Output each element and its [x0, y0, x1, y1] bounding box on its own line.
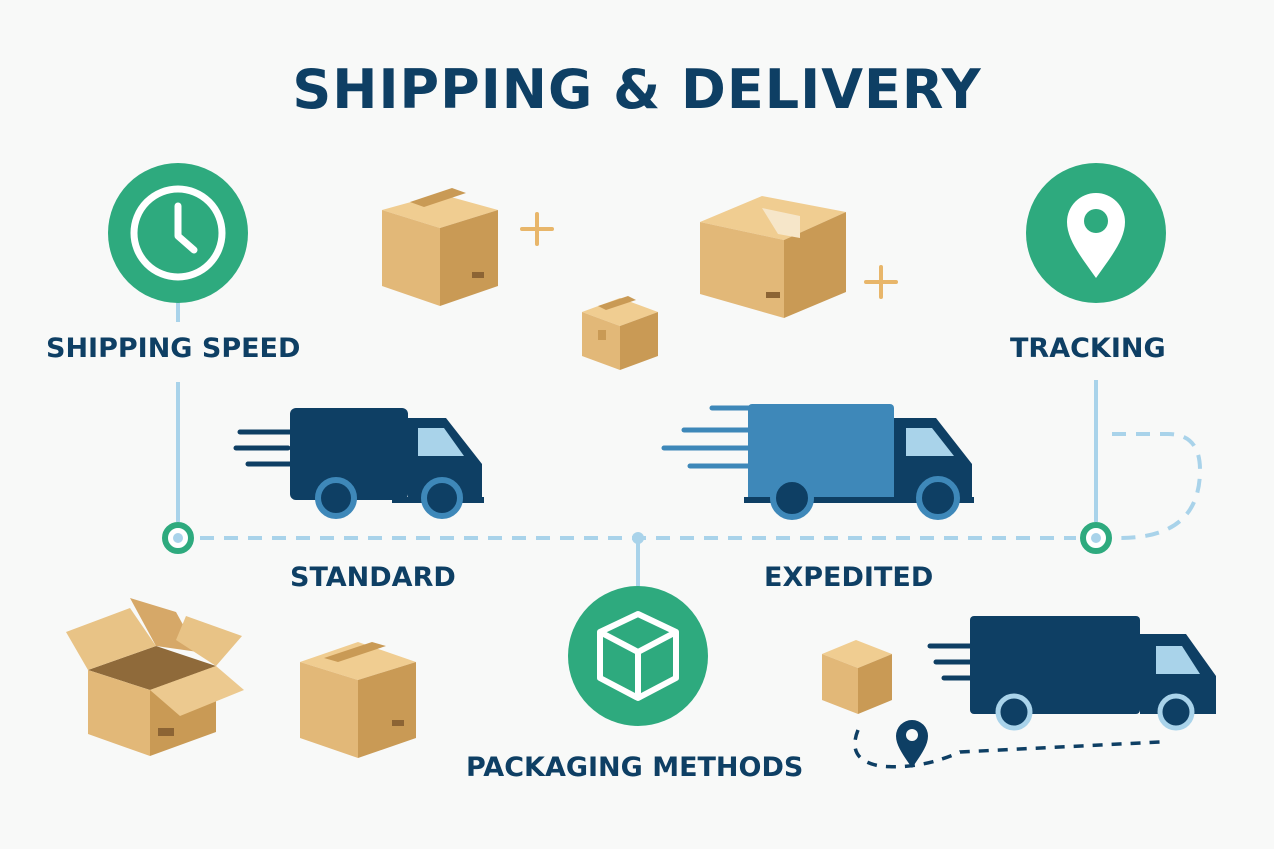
expedited-label: EXPEDITED	[764, 562, 934, 593]
page-title: SHIPPING & DELIVERY	[292, 58, 982, 121]
truck-icon	[927, 616, 1216, 731]
box-icon	[582, 296, 658, 370]
location-pin-icon	[1026, 163, 1166, 303]
timeline-node-mid	[632, 532, 644, 544]
cube-icon	[568, 586, 708, 726]
truck-icon	[661, 404, 974, 520]
box-icon	[300, 642, 416, 758]
box-icon	[700, 196, 846, 318]
shipping-speed-label: SHIPPING SPEED	[46, 333, 301, 364]
truck-icon	[233, 408, 484, 519]
plus-icon	[864, 265, 898, 299]
timeline-node-end	[1080, 522, 1112, 554]
tracking-label: TRACKING	[1010, 333, 1166, 364]
standard-label: STANDARD	[290, 562, 456, 593]
box-icon	[822, 640, 892, 714]
timeline-node-start	[162, 522, 194, 554]
clock-icon	[108, 163, 248, 303]
packaging-methods-label: PACKAGING METHODS	[466, 752, 804, 783]
open-box-icon	[66, 598, 244, 756]
plus-icon	[520, 212, 554, 246]
box-icon	[382, 188, 498, 306]
delivery-route-icon	[853, 720, 1161, 769]
tracking-return-dashed	[1112, 432, 1203, 540]
